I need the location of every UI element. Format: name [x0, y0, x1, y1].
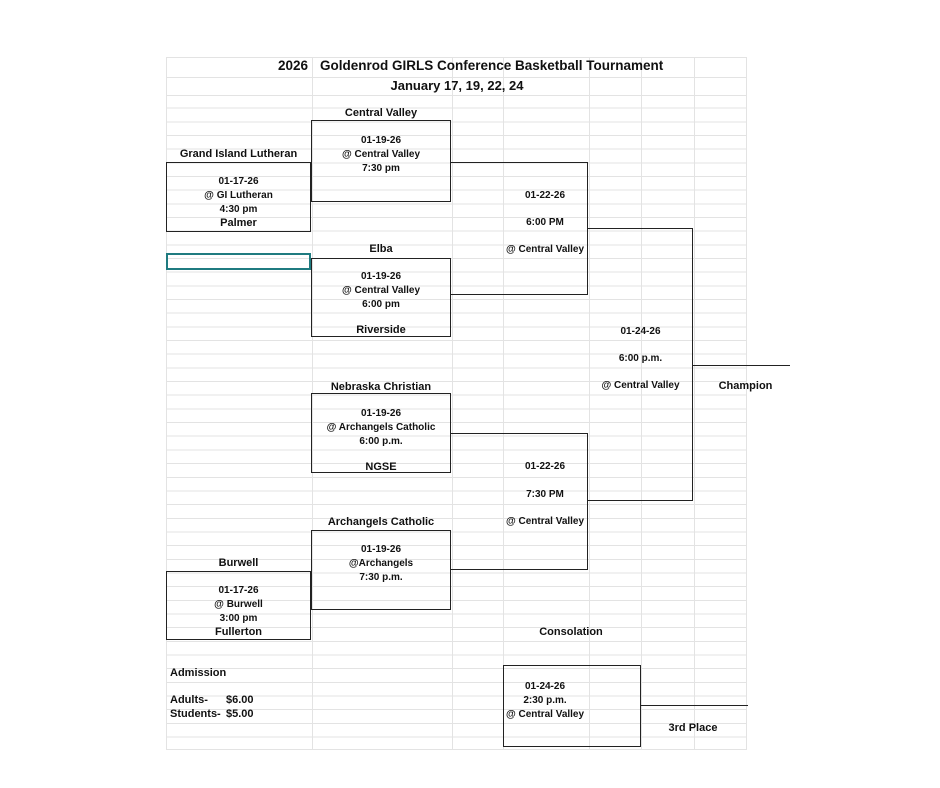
game5-time[interactable]: 7:30 p.m. — [359, 572, 403, 583]
game4-team-top[interactable]: Nebraska Christian — [330, 381, 432, 393]
semifinal2-date[interactable]: 01-22-26 — [524, 461, 566, 472]
game3-team-top[interactable]: Elba — [369, 243, 393, 255]
semifinal1-date[interactable]: 01-22-26 — [524, 190, 566, 201]
page-title[interactable]: Goldenrod GIRLS Conference Basketball To… — [320, 58, 664, 73]
game1-team-top[interactable]: Grand Island Lutheran — [179, 148, 298, 160]
final-time[interactable]: 6:00 p.m. — [618, 353, 663, 364]
game1-box — [166, 162, 311, 232]
admission-students-label[interactable]: Students- — [170, 708, 221, 720]
admission-adults-price[interactable]: $6.00 — [226, 694, 254, 706]
gridline — [503, 58, 504, 749]
game6-time[interactable]: 3:00 pm — [219, 613, 258, 624]
title-dates[interactable]: January 17, 19, 22, 24 — [390, 78, 524, 93]
selected-cell[interactable] — [166, 253, 311, 270]
semifinal2-location[interactable]: @ Central Valley — [505, 516, 585, 527]
final-bracket — [588, 228, 693, 501]
game6-date[interactable]: 01-17-26 — [218, 585, 259, 596]
game5-date[interactable]: 01-19-26 — [360, 544, 402, 555]
third-place-line — [641, 705, 748, 706]
game1-team-bottom[interactable]: Palmer — [220, 217, 257, 229]
game1-date[interactable]: 01-17-26 — [218, 176, 259, 187]
game2-date[interactable]: 01-19-26 — [360, 135, 402, 146]
game4-team-bottom[interactable]: NGSE — [365, 461, 397, 473]
game3-time[interactable]: 6:00 pm — [362, 299, 400, 310]
champion-label[interactable]: Champion — [718, 380, 773, 392]
semifinal1-bracket — [451, 162, 588, 295]
gridline — [694, 58, 695, 749]
consolation-box — [503, 665, 641, 747]
third-place-label[interactable]: 3rd Place — [668, 722, 718, 734]
semifinal1-location[interactable]: @ Central Valley — [505, 244, 585, 255]
grid-area — [166, 57, 747, 750]
game6-team-top[interactable]: Burwell — [218, 557, 259, 569]
game2-time[interactable]: 7:30 pm — [362, 163, 400, 174]
consolation-time[interactable]: 2:30 p.m. — [523, 695, 567, 706]
semifinal2-time[interactable]: 7:30 PM — [526, 489, 564, 500]
game4-location[interactable]: @ Archangels Catholic — [326, 422, 436, 433]
final-location[interactable]: @ Central Valley — [601, 380, 680, 391]
final-date[interactable]: 01-24-26 — [620, 326, 661, 337]
game2-box — [311, 120, 451, 202]
game4-box — [311, 393, 451, 473]
consolation-heading[interactable]: Consolation — [539, 626, 603, 638]
game3-box — [311, 258, 451, 337]
game3-date[interactable]: 01-19-26 — [360, 271, 402, 282]
admission-students-price[interactable]: $5.00 — [226, 708, 254, 720]
admission-adults-label[interactable]: Adults- — [170, 694, 208, 706]
semifinal1-time[interactable]: 6:00 PM — [526, 217, 564, 228]
game5-team-top[interactable]: Archangels Catholic — [327, 516, 435, 528]
game3-location[interactable]: @ Central Valley — [341, 285, 421, 296]
champion-line — [693, 365, 790, 366]
game3-team-bottom[interactable]: Riverside — [356, 324, 406, 336]
title-year-cell[interactable]: 2026 — [277, 58, 308, 73]
game6-box — [166, 571, 311, 640]
gridline — [452, 58, 453, 749]
game4-date[interactable]: 01-19-26 — [360, 408, 402, 419]
semifinal2-bracket — [451, 433, 588, 570]
game2-team-top[interactable]: Central Valley — [344, 107, 418, 119]
gridline — [312, 58, 313, 749]
game5-box — [311, 530, 451, 610]
game5-location[interactable]: @Archangels — [348, 558, 414, 569]
gridline — [167, 77, 746, 78]
game1-location[interactable]: @ GI Lutheran — [204, 190, 273, 201]
admission-heading[interactable]: Admission — [170, 667, 227, 679]
game2-location[interactable]: @ Central Valley — [341, 149, 421, 160]
game4-time[interactable]: 6:00 p.m. — [359, 436, 403, 447]
gridline-rows — [167, 95, 746, 749]
consolation-date[interactable]: 01-24-26 — [524, 681, 566, 692]
game6-location[interactable]: @ Burwell — [214, 599, 263, 610]
game6-team-bottom[interactable]: Fullerton — [214, 626, 263, 638]
gridline — [641, 58, 642, 749]
consolation-location[interactable]: @ Central Valley — [505, 709, 585, 720]
gridline — [589, 58, 590, 749]
game1-time[interactable]: 4:30 pm — [219, 204, 258, 215]
